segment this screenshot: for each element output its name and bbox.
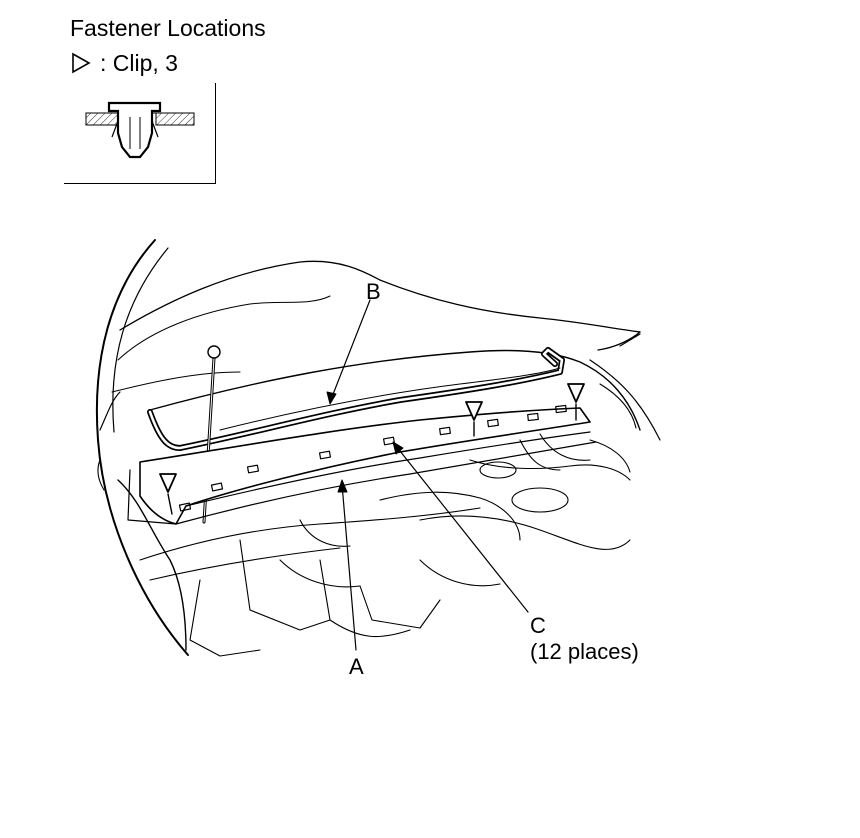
- leader-b: [329, 299, 371, 403]
- hood-outline: [119, 260, 641, 333]
- leader-a: [341, 483, 357, 651]
- callout-c: C: [530, 613, 546, 638]
- diagram-title: Fastener Locations: [70, 15, 266, 41]
- clip-detail-icon: [85, 101, 195, 159]
- callout-c-note: (12 places): [530, 639, 639, 664]
- clip-marker-icon: [72, 52, 91, 74]
- legend-row: : Clip, 3: [70, 50, 178, 76]
- clip-marker-icons: [159, 383, 585, 515]
- leader-c: [395, 445, 529, 613]
- callout-a: A: [349, 654, 364, 679]
- clip-detail-frame: [64, 83, 216, 184]
- cowl-clip-slots: [178, 404, 567, 512]
- engine-components: [97, 333, 661, 657]
- fender-edge: [95, 239, 189, 656]
- cowl-cover-a: [139, 407, 591, 525]
- legend-text: : Clip, 3: [100, 50, 178, 76]
- callout-b: B: [366, 279, 381, 304]
